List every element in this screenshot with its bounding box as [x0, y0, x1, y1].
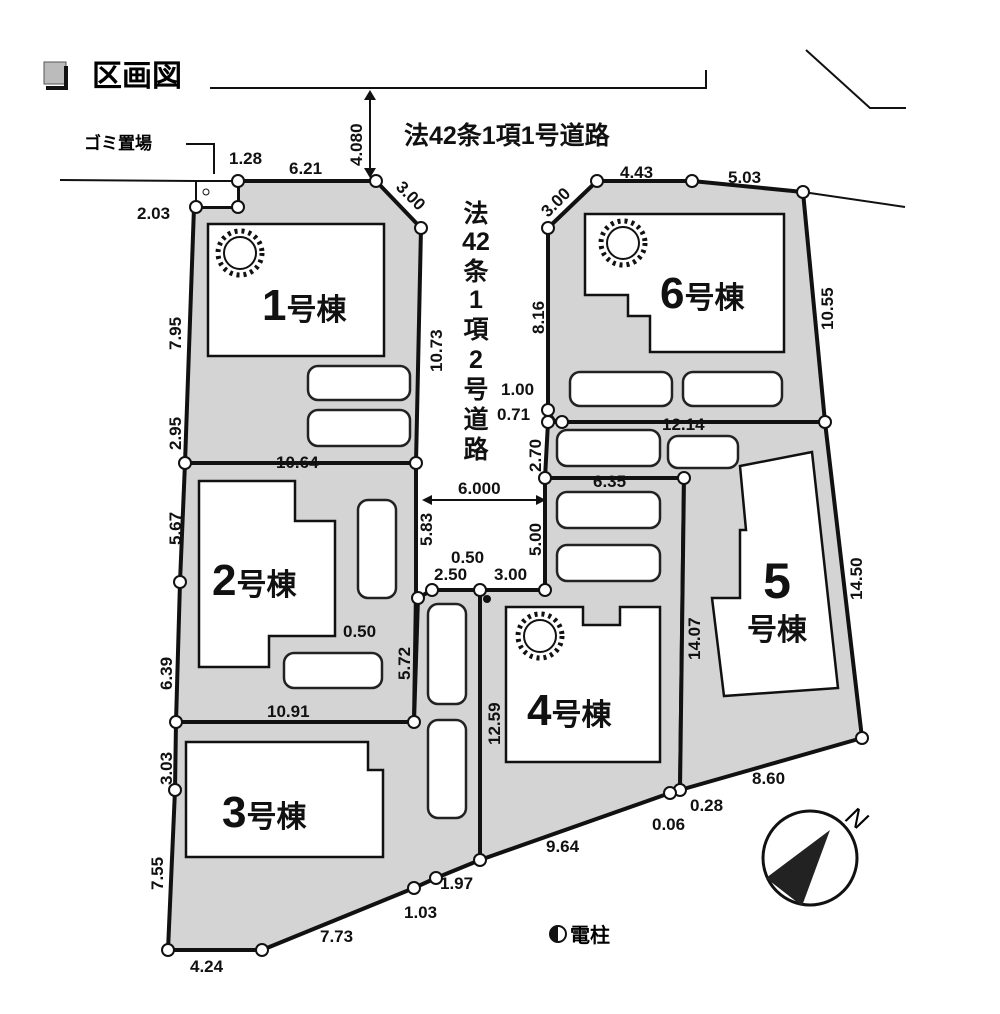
svg-text:5.03: 5.03 — [728, 168, 761, 187]
svg-text:10.55: 10.55 — [818, 287, 837, 330]
svg-text:4.43: 4.43 — [620, 163, 653, 182]
boundary-markers — [161, 174, 869, 957]
svg-text:4.080: 4.080 — [347, 123, 366, 166]
car-icon — [426, 602, 468, 706]
car-icon — [306, 408, 412, 448]
svg-text:電柱: 電柱 — [570, 923, 610, 947]
svg-text:0.50: 0.50 — [343, 622, 376, 641]
svg-text:5.00: 5.00 — [526, 523, 545, 556]
lot-label-6: 6号棟 — [660, 269, 745, 318]
svg-text:0.28: 0.28 — [690, 796, 723, 815]
svg-text:号: 号 — [463, 376, 488, 404]
svg-text:5.67: 5.67 — [166, 512, 185, 545]
road-label-main: 法42条1項1号道路 — [404, 121, 611, 150]
road-edge — [802, 191, 906, 208]
svg-text:14.07: 14.07 — [685, 617, 704, 660]
svg-text:7.73: 7.73 — [320, 927, 353, 946]
house-5 — [710, 450, 840, 698]
svg-text:8.60: 8.60 — [752, 769, 785, 788]
svg-text:1.03: 1.03 — [404, 903, 437, 922]
svg-text:1.00: 1.00 — [501, 380, 534, 399]
svg-text:4.24: 4.24 — [190, 957, 224, 976]
car-icon — [666, 434, 740, 470]
garbage-area-label: ゴミ置場 — [84, 133, 152, 153]
svg-text:0.06: 0.06 — [652, 815, 685, 834]
title-block: 区画図 — [43, 60, 182, 93]
lot-label-3: 3号棟 — [222, 788, 307, 837]
car-icon — [555, 543, 662, 583]
svg-text:12.59: 12.59 — [485, 702, 504, 745]
svg-text:路: 路 — [463, 436, 489, 464]
lot-label-2: 2号棟 — [212, 556, 297, 605]
road-edge — [210, 70, 707, 89]
svg-text:3.00: 3.00 — [494, 565, 527, 584]
svg-text:6.39: 6.39 — [157, 657, 176, 690]
svg-text:1.28: 1.28 — [229, 149, 262, 168]
road-label-side: 法 42 条 1 項 2 号 道 路 — [462, 200, 490, 464]
svg-text:0.71: 0.71 — [497, 405, 530, 424]
house-3 — [184, 740, 385, 859]
garbage-area — [195, 180, 239, 208]
lot-label-5-suffix: 号棟 — [747, 614, 808, 647]
svg-text:8.16: 8.16 — [529, 301, 548, 334]
car-icon — [282, 651, 384, 690]
svg-text:10.73: 10.73 — [427, 329, 446, 372]
svg-text:条: 条 — [463, 258, 489, 286]
svg-text:3.03: 3.03 — [157, 752, 176, 785]
svg-text:2.70: 2.70 — [526, 439, 545, 472]
car-icon — [555, 428, 662, 468]
svg-text:2: 2 — [469, 346, 483, 374]
svg-text:12.14: 12.14 — [662, 415, 705, 434]
car-icon — [568, 370, 674, 408]
svg-text:6.000: 6.000 — [458, 479, 501, 498]
svg-text:2.03: 2.03 — [137, 204, 170, 223]
svg-text:6.35: 6.35 — [593, 472, 626, 491]
car-icon — [681, 370, 784, 408]
lot-label-4: 4号棟 — [527, 686, 612, 735]
page-title: 区画図 — [92, 60, 182, 93]
svg-text:法: 法 — [463, 200, 488, 228]
lot-label-5-num: 5 — [763, 553, 791, 609]
sun-icon — [215, 228, 265, 278]
svg-text:42: 42 — [462, 228, 490, 256]
svg-text:9.64: 9.64 — [546, 837, 580, 856]
svg-text:5.72: 5.72 — [395, 647, 414, 680]
svg-text:2.50: 2.50 — [434, 565, 467, 584]
dimension-labels: 1.28 6.21 3.00 2.03 7.95 10.73 2.95 10.6… — [137, 123, 866, 976]
svg-text:2.95: 2.95 — [166, 417, 185, 450]
car-icon — [356, 498, 398, 600]
car-icon — [426, 718, 468, 820]
legend-utility-pole: 電柱 — [549, 923, 610, 947]
svg-text:7.55: 7.55 — [148, 857, 167, 890]
title-square-icon — [43, 61, 67, 85]
svg-text:5.83: 5.83 — [417, 513, 436, 546]
svg-text:6.21: 6.21 — [289, 159, 322, 178]
svg-text:10.91: 10.91 — [267, 702, 310, 721]
utility-pole-icon — [483, 595, 491, 603]
leader-line — [186, 143, 215, 174]
svg-text:0.50: 0.50 — [451, 548, 484, 567]
road-edge — [805, 49, 906, 109]
svg-text:項: 項 — [463, 316, 489, 344]
svg-text:14.50: 14.50 — [847, 557, 866, 600]
road-edge — [59, 179, 197, 182]
lot-label-1: 1号棟 — [262, 281, 347, 330]
svg-text:1.97: 1.97 — [440, 874, 473, 893]
car-icon — [555, 490, 662, 530]
compass-north-icon: N — [761, 800, 873, 907]
sun-icon — [515, 611, 565, 661]
svg-text:1: 1 — [469, 286, 483, 314]
parking-spaces — [282, 364, 784, 820]
car-icon — [306, 364, 412, 402]
svg-text:7.95: 7.95 — [166, 317, 185, 350]
svg-text:道: 道 — [463, 405, 488, 434]
house-2 — [197, 479, 337, 669]
svg-text:10.64: 10.64 — [276, 453, 319, 472]
sun-icon — [598, 218, 648, 268]
